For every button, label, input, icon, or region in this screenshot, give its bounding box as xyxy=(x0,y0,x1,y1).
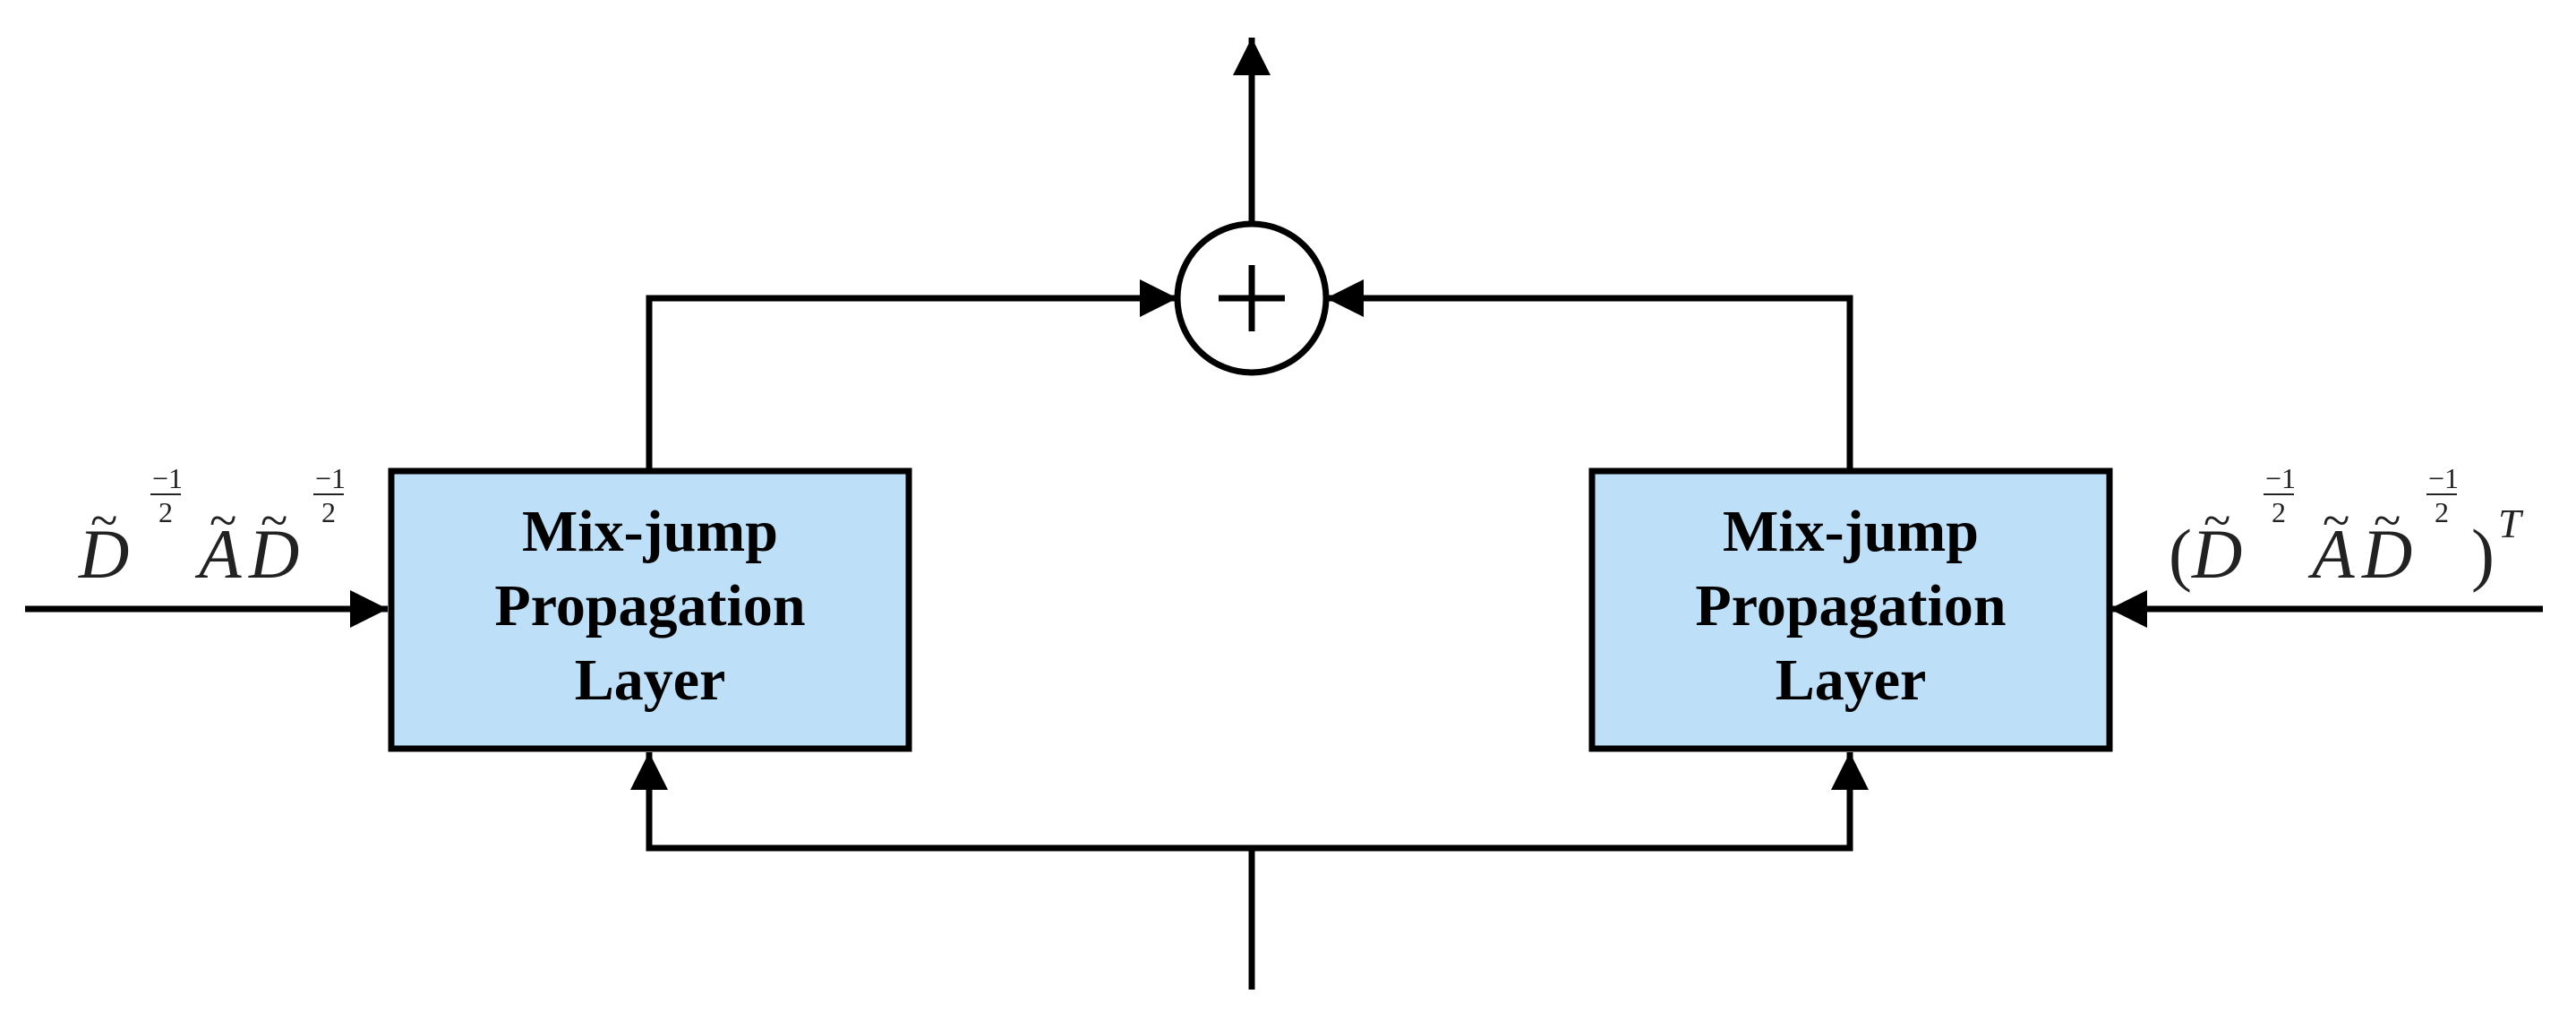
left-formula-exp2-den: 2 xyxy=(321,496,336,528)
left-formula-tilde3: ~ xyxy=(261,493,287,549)
right-formula-A: A xyxy=(2307,515,2355,593)
sum-node xyxy=(1174,220,1330,376)
right-formula-open-paren: ( xyxy=(2169,515,2192,593)
left-input-formula: D ~ −1 2 A ~ D ~ −1 2 xyxy=(78,462,346,593)
left-formula-A: A xyxy=(194,515,242,593)
right-formula-close-paren: ) xyxy=(2471,515,2495,593)
left-block-line1: Mix-jump xyxy=(522,499,778,564)
right-block-line3: Layer xyxy=(1776,647,1927,713)
right-formula-transpose: T xyxy=(2498,501,2524,546)
left-formula-exp2-num: −1 xyxy=(315,462,346,494)
left-propagation-block: Mix-jump Propagation Layer xyxy=(388,467,912,752)
left-formula-exp1-den: 2 xyxy=(158,496,173,528)
left-formula-D1: D xyxy=(78,515,129,593)
right-formula-tilde3: ~ xyxy=(2374,493,2401,549)
left-formula-tilde2: ~ xyxy=(210,493,236,549)
left-to-sum-connector xyxy=(646,279,1177,469)
right-propagation-block: Mix-jump Propagation Layer xyxy=(1588,467,2113,752)
right-formula-exp1-num: −1 xyxy=(2265,462,2296,494)
right-input-formula: ( D ~ −1 2 A ~ D ~ −1 2 ) T xyxy=(2169,462,2524,593)
bus-to-right-block xyxy=(1252,752,1869,852)
right-block-line2: Propagation xyxy=(1695,573,2006,639)
right-formula-D1: D xyxy=(2191,515,2242,593)
right-formula-exp1-den: 2 xyxy=(2272,496,2286,528)
bus-to-left-block xyxy=(630,752,1252,852)
right-formula-tilde2: ~ xyxy=(2323,493,2349,549)
left-block-line3: Layer xyxy=(575,647,726,713)
right-formula-D2: D xyxy=(2361,515,2412,593)
right-block-line1: Mix-jump xyxy=(1723,499,1979,564)
left-formula-tilde1: ~ xyxy=(90,493,117,549)
right-formula-exp2-num: −1 xyxy=(2428,462,2459,494)
left-block-line2: Propagation xyxy=(494,573,805,639)
left-formula-D2: D xyxy=(248,515,299,593)
left-formula-exp1-num: −1 xyxy=(152,462,183,494)
right-to-sum-connector xyxy=(1326,279,1853,469)
right-formula-exp2-den: 2 xyxy=(2435,496,2449,528)
right-formula-tilde1: ~ xyxy=(2204,493,2230,549)
